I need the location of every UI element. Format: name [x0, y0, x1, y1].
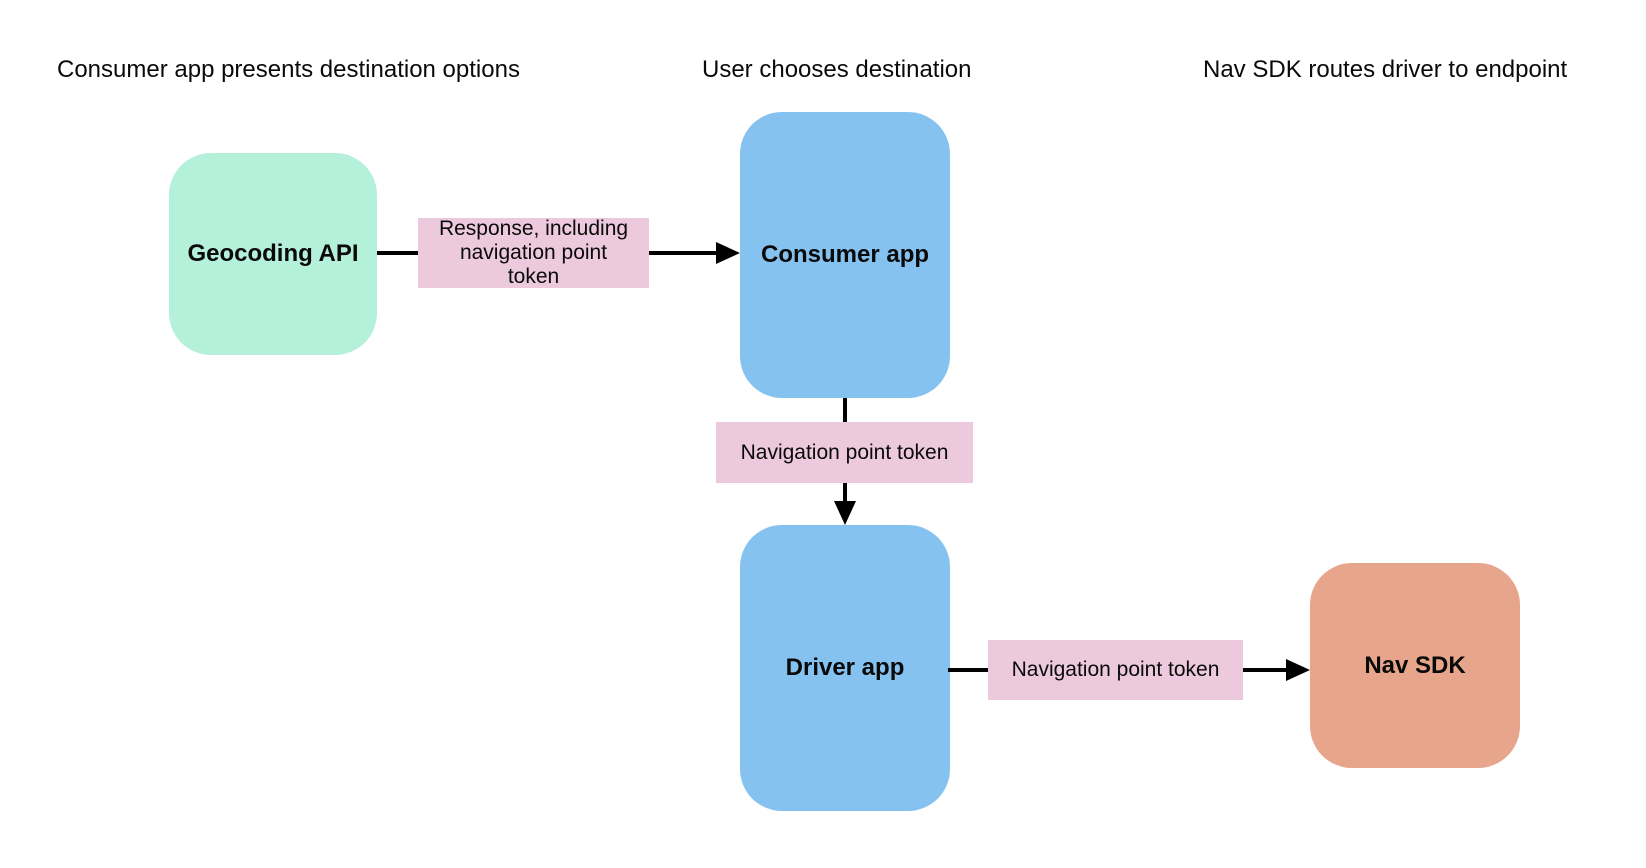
node-nav-sdk: Nav SDK: [1310, 563, 1520, 768]
node-label-geocoding-api: Geocoding API: [187, 240, 359, 267]
edge-label-text: Navigation point token: [1011, 658, 1220, 681]
column-heading-navsdk-routes: Nav SDK routes driver to endpoint: [1203, 56, 1568, 83]
arrowhead-down-icon: [834, 501, 856, 525]
arrowhead-right-icon: [1286, 659, 1310, 681]
edge-label-text: Navigation point token: [740, 440, 949, 464]
node-driver-app: Driver app: [740, 525, 950, 811]
node-label-driver-app: Driver app: [785, 654, 905, 681]
node-label-nav-sdk: Nav SDK: [1364, 651, 1466, 679]
edge-label-navigation-point-token-1: Navigation point token: [716, 422, 973, 483]
node-label-consumer-app: Consumer app: [760, 241, 930, 268]
edge-geocoding-consumer-line-start: [377, 251, 418, 255]
edge-geocoding-consumer-line-end: [649, 251, 718, 255]
edge-driver-navsdk-line-end: [1243, 668, 1288, 672]
column-heading-consumer-presents: Consumer app presents destination option…: [57, 56, 520, 83]
arrowhead-right-icon: [716, 242, 740, 264]
edge-consumer-driver-line-start: [843, 398, 847, 424]
node-consumer-app: Consumer app: [740, 112, 950, 398]
node-geocoding-api: Geocoding API: [169, 153, 377, 355]
edge-label-navigation-point-token-2: Navigation point token: [988, 640, 1243, 700]
column-heading-user-chooses: User chooses destination: [702, 56, 972, 83]
edge-label-text: Response, including navigation point tok…: [438, 217, 629, 288]
edge-consumer-driver-line-end: [843, 483, 847, 503]
edge-label-response-including-token: Response, including navigation point tok…: [418, 217, 649, 288]
edge-driver-navsdk-line-start: [948, 668, 988, 672]
